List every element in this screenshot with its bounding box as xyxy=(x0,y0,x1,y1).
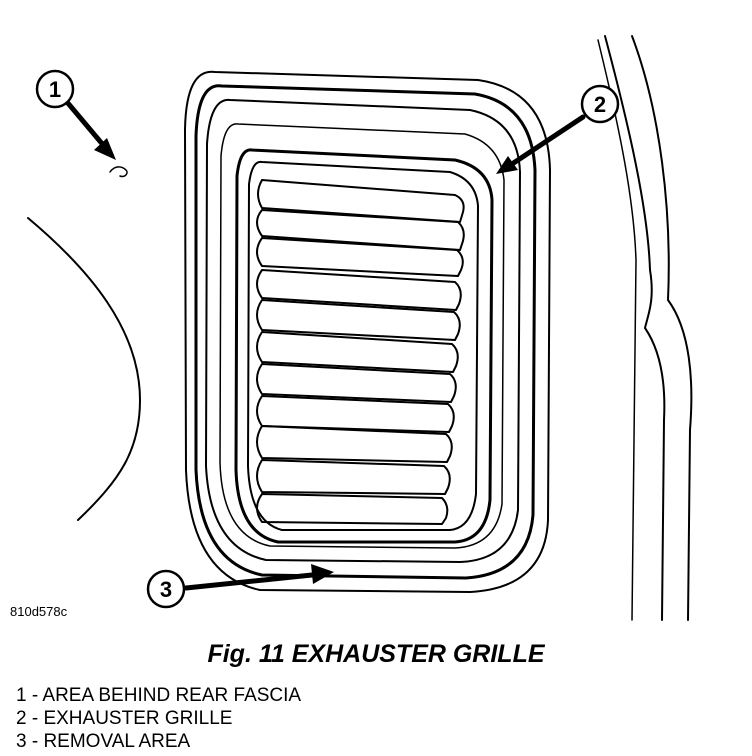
leader-arrowhead-1 xyxy=(94,138,116,160)
fascia-curve xyxy=(27,217,141,521)
grille-louver xyxy=(256,237,464,277)
bezel-ring-2 xyxy=(194,84,537,580)
callout-number: 1 xyxy=(49,77,61,102)
body-panel-edge-inner xyxy=(604,35,666,621)
leader-arrowhead-2 xyxy=(496,156,518,174)
grille-louver xyxy=(257,179,465,223)
grille-louver xyxy=(256,299,461,341)
grille-louver xyxy=(256,209,465,251)
callout-number: 3 xyxy=(160,577,172,602)
grille-louver xyxy=(256,395,455,433)
callout-3: 3 xyxy=(146,569,186,609)
callout-2: 2 xyxy=(580,84,620,124)
grille-frame-inner xyxy=(247,160,479,531)
legend-item-2: 2 - EXHAUSTER GRILLE xyxy=(16,708,233,729)
grille-louver xyxy=(256,459,451,495)
figure-id: 810d578c xyxy=(10,604,68,619)
grille-louver xyxy=(256,363,457,403)
leader-line-3 xyxy=(183,572,315,591)
body-panel-edge-thin xyxy=(597,39,637,621)
callout-number: 2 xyxy=(594,92,606,117)
leader-line-1 xyxy=(64,99,107,149)
exhauster-grille-diagram: 1 2 3 xyxy=(27,35,693,621)
body-panel-edge-outer xyxy=(631,35,693,621)
legend-item-3: 3 - REMOVAL AREA xyxy=(16,731,191,752)
figure-caption: Fig. 11 EXHAUSTER GRILLE xyxy=(207,640,545,668)
leader-arrowhead-3 xyxy=(311,564,334,584)
grille-louver xyxy=(256,269,462,311)
bezel-ring-3 xyxy=(205,98,521,563)
bezel-outer xyxy=(184,70,551,593)
grille-louver xyxy=(256,331,459,373)
legend-item-1: 1 - AREA BEHIND REAR FASCIA xyxy=(16,685,302,706)
fascia-mark xyxy=(109,166,128,178)
bezel-ring-4 xyxy=(219,123,505,549)
legend: 1 - AREA BEHIND REAR FASCIA 2 - EXHAUSTE… xyxy=(16,684,301,753)
leader-line-2 xyxy=(509,114,586,167)
callout-1: 1 xyxy=(35,69,75,109)
grille-louver xyxy=(256,493,449,525)
grille-frame-outer xyxy=(234,148,494,544)
grille-louver xyxy=(256,425,453,463)
